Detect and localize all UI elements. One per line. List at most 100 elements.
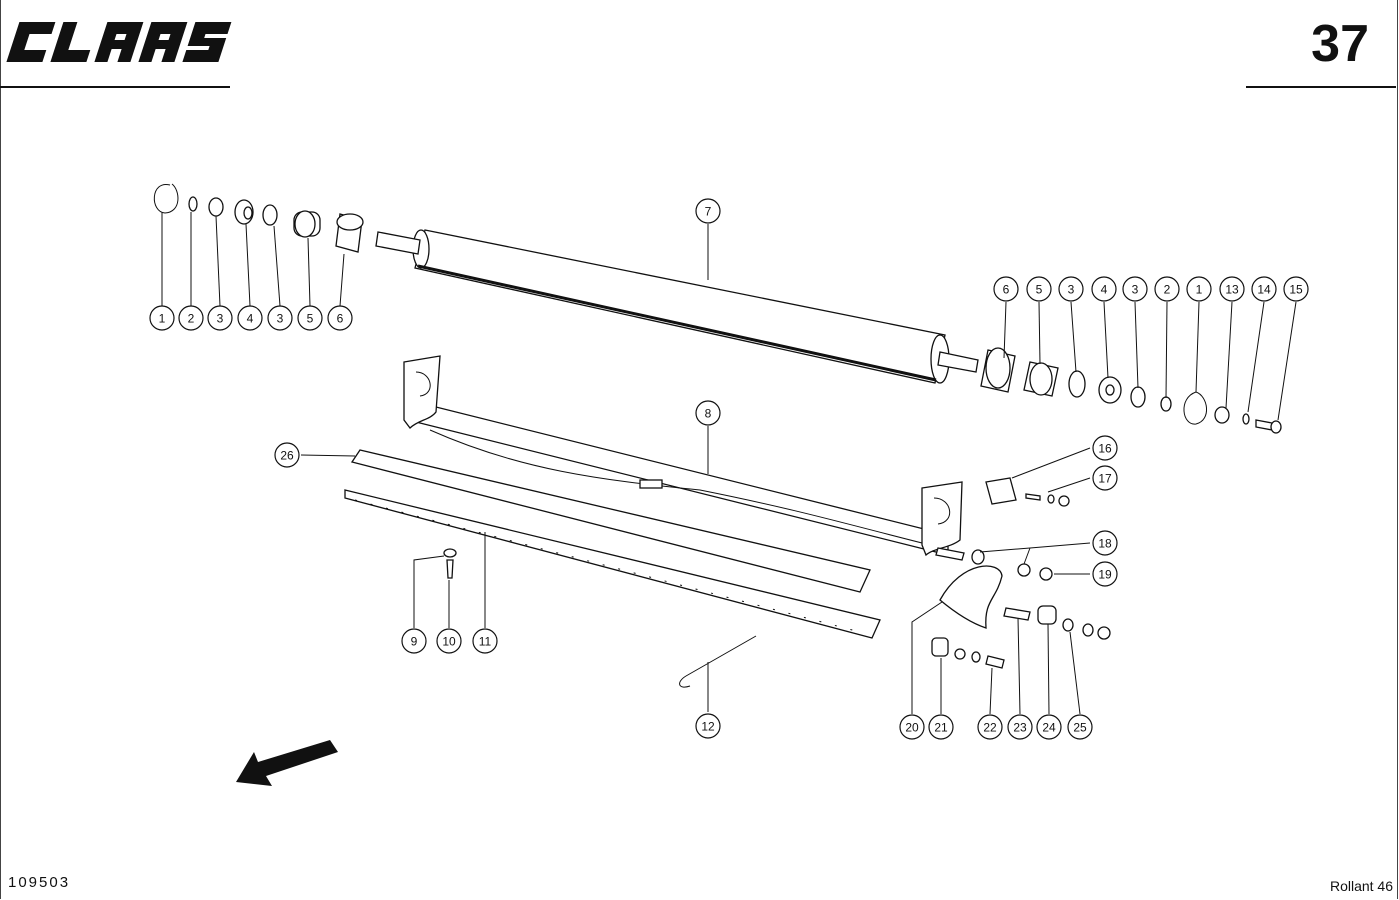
callout-label: 19 (1098, 568, 1112, 582)
callout-label: 6 (337, 312, 344, 326)
callout-24: 24 (1036, 714, 1062, 740)
callout-circle (297, 305, 323, 331)
callout-18: 18 (1092, 530, 1118, 556)
callout-circle (401, 628, 427, 654)
header-rule-left (0, 86, 230, 88)
callout-label: 26 (280, 449, 294, 463)
callout-circle (207, 305, 233, 331)
small-parts-right (931, 477, 1111, 669)
callout-6: 6 (993, 276, 1019, 302)
callout-14: 14 (1251, 276, 1277, 302)
callout-circle (1251, 276, 1277, 302)
callout-2: 2 (178, 305, 204, 331)
callout-label: 1 (159, 312, 166, 326)
callout-label: 23 (1013, 721, 1027, 735)
callout-circle (1186, 276, 1212, 302)
claas-logo (6, 22, 232, 62)
callout-4: 4 (237, 305, 263, 331)
callout-circle (1154, 276, 1180, 302)
callout-20: 20 (899, 714, 925, 740)
callout-circle (472, 628, 498, 654)
callout-circle (274, 442, 300, 468)
callout-label: 3 (277, 312, 284, 326)
callout-circle (1092, 561, 1118, 587)
callout-label: 20 (905, 721, 919, 735)
callout-16: 16 (1092, 435, 1118, 461)
left-bearing-parts (153, 183, 364, 253)
callout-3: 3 (207, 305, 233, 331)
callout-3: 3 (1122, 276, 1148, 302)
callout-label: 7 (705, 205, 712, 219)
callout-3: 3 (1058, 276, 1084, 302)
callout-circle (1219, 276, 1245, 302)
callout-22: 22 (977, 714, 1003, 740)
callout-10: 10 (436, 628, 462, 654)
callout-2: 2 (1154, 276, 1180, 302)
callout-circle (327, 305, 353, 331)
callout-label: 8 (705, 407, 712, 421)
callout-circle (1007, 714, 1033, 740)
callout-circle (1067, 714, 1093, 740)
callout-1: 1 (149, 305, 175, 331)
scraper-blade (344, 449, 881, 639)
callout-circle (149, 305, 175, 331)
roller-drum (375, 229, 979, 384)
callout-23: 23 (1007, 714, 1033, 740)
callout-circle (267, 305, 293, 331)
callout-7: 7 (695, 198, 721, 224)
callout-label: 2 (1164, 283, 1171, 297)
callout-circle (993, 276, 1019, 302)
callout-label: 16 (1098, 442, 1112, 456)
callout-label: 22 (983, 721, 997, 735)
callout-17: 17 (1092, 465, 1118, 491)
callout-circle (899, 714, 925, 740)
callout-label: 17 (1098, 472, 1112, 486)
callout-circle (1026, 276, 1052, 302)
callout-label: 2 (188, 312, 195, 326)
right-bearing-parts (980, 347, 1282, 434)
callout-circle (928, 714, 954, 740)
callout-circle (977, 714, 1003, 740)
callout-label: 25 (1073, 721, 1087, 735)
callout-12: 12 (695, 713, 721, 739)
callout-label: 10 (442, 635, 456, 649)
scraper-frame (403, 355, 965, 561)
callout-9: 9 (401, 628, 427, 654)
callout-label: 18 (1098, 537, 1112, 551)
callout-circle (1122, 276, 1148, 302)
callout-label: 5 (1036, 283, 1043, 297)
callout-25: 25 (1067, 714, 1093, 740)
callout-label: 5 (307, 312, 314, 326)
callout-5: 5 (297, 305, 323, 331)
callout-11: 11 (472, 628, 498, 654)
callout-circle (178, 305, 204, 331)
callout-6: 6 (327, 305, 353, 331)
callout-label: 21 (934, 721, 948, 735)
callout-label: 24 (1042, 721, 1056, 735)
callout-circle (436, 628, 462, 654)
callout-4: 4 (1091, 276, 1117, 302)
page-number: 37 (1311, 15, 1369, 73)
callout-circle (1092, 465, 1118, 491)
callout-1: 1 (1186, 276, 1212, 302)
callout-label: 4 (1101, 283, 1108, 297)
callout-circle (1091, 276, 1117, 302)
callout-circle (1283, 276, 1309, 302)
model-name: Rollant 46 (1329, 878, 1393, 894)
callout-15: 15 (1283, 276, 1309, 302)
callout-8: 8 (695, 400, 721, 426)
callout-circle (695, 713, 721, 739)
leader-lines (161, 212, 1297, 715)
callout-label: 1 (1196, 283, 1203, 297)
callout-circle (1036, 714, 1062, 740)
callout-label: 3 (1132, 283, 1139, 297)
header-rule-right (1246, 86, 1396, 88)
callout-label: 4 (247, 312, 254, 326)
callout-label: 14 (1257, 283, 1271, 297)
callout-label: 9 (411, 635, 418, 649)
callout-label: 13 (1225, 283, 1239, 297)
hook-rod (679, 635, 757, 688)
